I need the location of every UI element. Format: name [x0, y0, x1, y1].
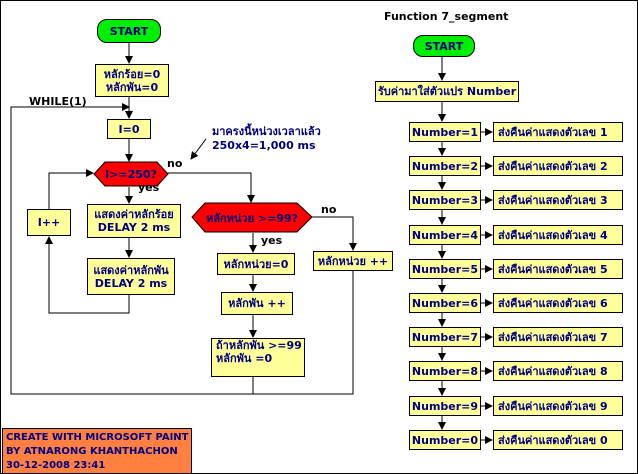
cond-i-yes-label: yes — [138, 181, 160, 194]
show-thousands-delay: DELAY 2 ms — [94, 276, 168, 290]
case-action-4: ส่งคืนค่าแสดงตัวเลข 5 — [493, 259, 623, 279]
cond-units-no-label: no — [321, 203, 337, 216]
case-condition-0: Number=1 — [409, 122, 481, 142]
case-condition-7: Number=8 — [409, 361, 481, 381]
case-action-3: ส่งคืนค่าแสดงตัวเลข 4 — [493, 225, 623, 245]
cond-i-text: I>=250? — [105, 167, 157, 181]
assign-number-box: รับค่ามาใส่ตัวแปร Number — [375, 81, 519, 102]
check-thousands-box: ถ้าหลักพัน >=99 หลักพัน =0 — [211, 338, 305, 377]
credit-line-1: CREATE WITH MICROSOFT PAINT — [6, 432, 189, 443]
case-condition-3: Number=4 — [409, 225, 481, 245]
init-hundreds-text: หลักร้อย=0 — [103, 67, 161, 81]
case-condition-6: Number=7 — [409, 327, 481, 347]
check-thousands-cond: ถ้าหลักพัน >=99 — [216, 339, 302, 352]
show-hundreds-box: แสดงค่าหลักร้อย DELAY 2 ms — [87, 204, 181, 238]
page-title: Function 7_segment — [384, 10, 509, 23]
inc-i-box: I++ — [27, 209, 71, 236]
show-thousands-box: แสดงค่าหลักพัน DELAY 2 ms — [87, 258, 175, 295]
cond-i-diamond — [93, 161, 169, 187]
case-action-2: ส่งคืนค่าแสดงตัวเลข 3 — [493, 190, 623, 210]
case-condition-9: Number=0 — [409, 430, 481, 450]
delay-note-line-1: มาครงนี้หน่วงเวลาแล้ว — [212, 125, 321, 138]
set-i-box: I=0 — [107, 119, 151, 139]
case-action-1: ส่งคืนค่าแสดงตัวเลข 2 — [493, 156, 623, 176]
init-thousands-text: หลักพัน=0 — [105, 80, 159, 94]
cond-units-text: หลักหน่วย >=99? — [206, 211, 298, 225]
units-reset-box: หลักหน่วย=0 — [217, 253, 295, 275]
check-thousands-reset: หลักพัน =0 — [216, 352, 273, 365]
delay-note-line-2: 250x4=1,000 ms — [212, 139, 316, 152]
cond-i-no-label: no — [167, 157, 183, 170]
case-action-5: ส่งคืนค่าแสดงตัวเลข 6 — [493, 293, 623, 313]
credit-date: 30-12-2008 23:41 — [6, 460, 106, 471]
show-thousands-text: แสดงค่าหลักพัน — [93, 263, 169, 277]
inc-thousands-box: หลักพัน ++ — [221, 292, 293, 315]
case-condition-2: Number=3 — [409, 190, 481, 210]
cond-units-diamond — [191, 202, 313, 233]
init-counters-box: หลักร้อย=0 หลักพัน=0 — [95, 64, 169, 97]
show-hundreds-text: แสดงค่าหลักร้อย — [94, 208, 174, 221]
case-action-0: ส่งคืนค่าแสดงตัวเลข 1 — [493, 122, 623, 142]
cond-units-yes-label: yes — [261, 234, 283, 247]
show-hundreds-delay: DELAY 2 ms — [97, 221, 171, 234]
case-condition-5: Number=6 — [409, 293, 481, 313]
case-action-7: ส่งคืนค่าแสดงตัวเลข 8 — [493, 361, 623, 381]
segment-start-terminal: START — [413, 35, 475, 57]
inc-units-box: หลักหน่วย ++ — [313, 251, 393, 271]
case-action-9: ส่งคืนค่าแสดงตัวเลข 0 — [493, 430, 623, 450]
credit-line-2: BY ATNARONG KHANTHACHON — [6, 446, 178, 457]
start-terminal: START — [97, 19, 161, 43]
case-condition-8: Number=9 — [409, 396, 481, 416]
case-condition-1: Number=2 — [409, 156, 481, 176]
case-condition-4: Number=5 — [409, 259, 481, 279]
credit-box: CREATE WITH MICROSOFT PAINT BY ATNARONG … — [2, 428, 192, 473]
case-action-6: ส่งคืนค่าแสดงตัวเลข 7 — [493, 327, 623, 347]
delay-note: มาครงนี้หน่วงเวลาแล้ว 250x4=1,000 ms — [212, 125, 321, 153]
while-loop-label: WHILE(1) — [29, 95, 87, 108]
case-action-8: ส่งคืนค่าแสดงตัวเลข 9 — [493, 396, 623, 416]
